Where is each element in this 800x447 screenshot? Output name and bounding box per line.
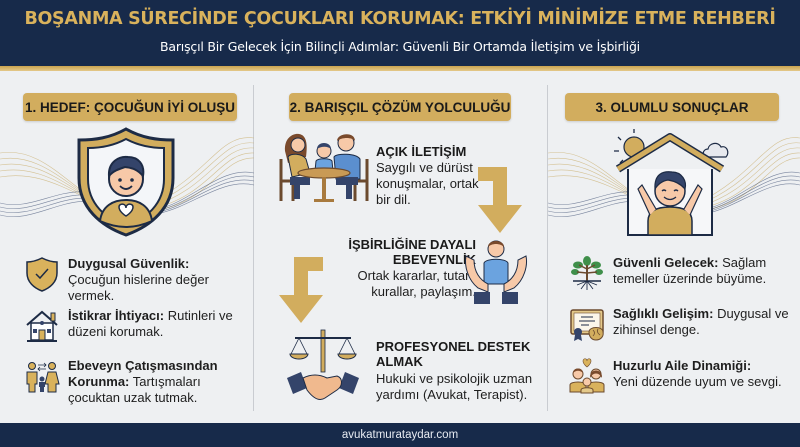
family-table-icon (279, 133, 369, 202)
step-desc-cooperative-parenting: Ortak kararlar, tutarlı kurallar, paylaş… (357, 268, 476, 299)
item-description: Duygusal ve zihinsel denge. (613, 306, 789, 337)
column-2-header: 2. BARIŞÇIL ÇÖZÜM YOLCULUĞU (289, 93, 511, 121)
footer: avukatmurataydar.com (0, 423, 800, 447)
house-icon (26, 310, 58, 342)
page-subtitle: Barışçıl Bir Gelecek İçin Bilinçli Adıml… (160, 39, 640, 54)
arrow-down-left-icon (279, 257, 323, 323)
item-title: Huzurlu Aile Dinamiği: (613, 358, 752, 373)
column-3-header: 3. OLUMLU SONUÇLAR (565, 93, 779, 121)
footer-website-link[interactable]: avukatmurataydar.com (341, 429, 459, 441)
item-description: Tartışmaları çocuktan uzak tutmak. (68, 374, 201, 405)
item-title: İstikrar İhtiyacı: (68, 308, 165, 323)
item-title: Sağlıklı Gelişim: (613, 306, 714, 321)
item-title: Ebeveyn Çatışmasından Korunma: (68, 358, 218, 389)
hands-child-icon (465, 240, 527, 304)
list-item-emotional-security: Duygusal Güvenlik: Çocuğun hislerine değ… (24, 256, 243, 304)
header-gold-divider (0, 66, 800, 71)
page-title: BOŞANMA SÜRECİNDE ÇOCUKLARI KORUMAK: ETK… (24, 9, 776, 29)
list-item-conflict-protection: Ebeveyn Çatışmasından Korunma: Tartışmal… (24, 358, 253, 406)
item-title: Duygusal Güvenlik: (68, 256, 190, 271)
arrow-down-right-icon (478, 167, 522, 233)
certificate-brain-icon (570, 309, 604, 341)
item-description: Sağlam temeller üzerinde büyüme. (613, 255, 767, 286)
step-title-open-communication: AÇIK İLETİŞİM (376, 144, 467, 159)
tree-icon (571, 256, 603, 290)
step-desc-professional-support: Hukuki ve psikolojik uzman yardımı (Avuk… (376, 371, 533, 402)
item-description: Rutinleri ve düzeni korumak. (68, 308, 233, 339)
shield-child-heart-icon (77, 127, 175, 237)
item-description: Çocuğun hislerine değer vermek. (68, 272, 209, 303)
step-desc-open-communication: Saygılı ve dürüst konuşmalar, ortak bir … (376, 160, 479, 207)
column-divider-1 (253, 85, 254, 411)
item-description: Yeni düzende uyum ve sevgi. (613, 374, 782, 389)
family-heart-icon (569, 358, 605, 394)
happy-child-house-icon (614, 129, 729, 236)
list-item-stability-need: İstikrar İhtiyacı: Rutinleri ve düzeni k… (24, 308, 243, 344)
main-content: 1. HEDEF: ÇOCUĞUN İYİ OLUŞU Duygusal Güv… (0, 71, 800, 423)
list-item-healthy-development: Sağlıklı Gelişim: Duygusal ve zihinsel d… (569, 306, 793, 342)
column-1-header: 1. HEDEF: ÇOCUĞUN İYİ OLUŞU (23, 93, 237, 121)
list-item-peaceful-family: Huzurlu Aile Dinamiği: Yeni düzende uyum… (569, 358, 793, 394)
column-divider-2 (547, 85, 548, 411)
parents-child-icon (26, 362, 60, 393)
scales-handshake-icon (287, 329, 359, 401)
shield-check-icon (26, 257, 58, 292)
list-item-secure-future: Güvenli Gelecek: Sağlam temeller üzerind… (569, 255, 793, 291)
item-title: Güvenli Gelecek: (613, 255, 719, 270)
step-title-cooperative-parenting: İŞBİRLİĞİNE DAYALI EBEVEYNLİK (348, 237, 476, 267)
step-title-professional-support: PROFESYONEL DESTEK ALMAK (376, 339, 531, 369)
header-banner: BOŞANMA SÜRECİNDE ÇOCUKLARI KORUMAK: ETK… (0, 0, 800, 66)
